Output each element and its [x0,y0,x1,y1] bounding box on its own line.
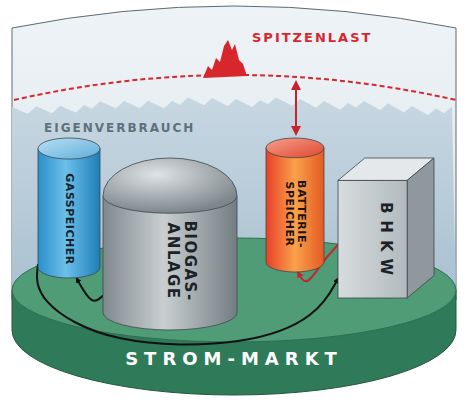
node-text: GASSPEICHER [63,174,75,265]
biogas-plant-tank: BIOGAS- ANLAGE [103,158,237,330]
peak-double-arrow [291,80,301,136]
node-text: BATTERIE- SPEICHER [283,166,307,262]
gas-storage-cylinder: GASSPEICHER [38,138,100,278]
cube-side [407,158,434,298]
peak-load-label: SPITZENLAST [252,30,372,45]
cylinder-body [266,148,324,272]
chp-unit-cube: BHKW [338,158,434,298]
node-text: BIOGAS- ANLAGE [164,202,197,320]
peak-threshold-line [14,75,456,100]
self-consumption-label: EIGENVERBRAUCH [44,121,195,135]
flow-arrow [76,278,103,301]
peak-load-spike [203,40,247,78]
market-band-label: STROM-MARKT [40,343,428,375]
tank-body [103,196,237,330]
cube-front [338,180,407,298]
node-text: STROM-MARKT [125,349,343,369]
tank-dome [103,158,237,213]
battery-storage-cylinder: BATTERIE- SPEICHER [266,138,324,272]
node-text: BHKW [378,202,395,282]
cylinder-body [38,149,100,278]
cylinder-top [38,138,100,159]
cylinder-top [266,138,324,158]
